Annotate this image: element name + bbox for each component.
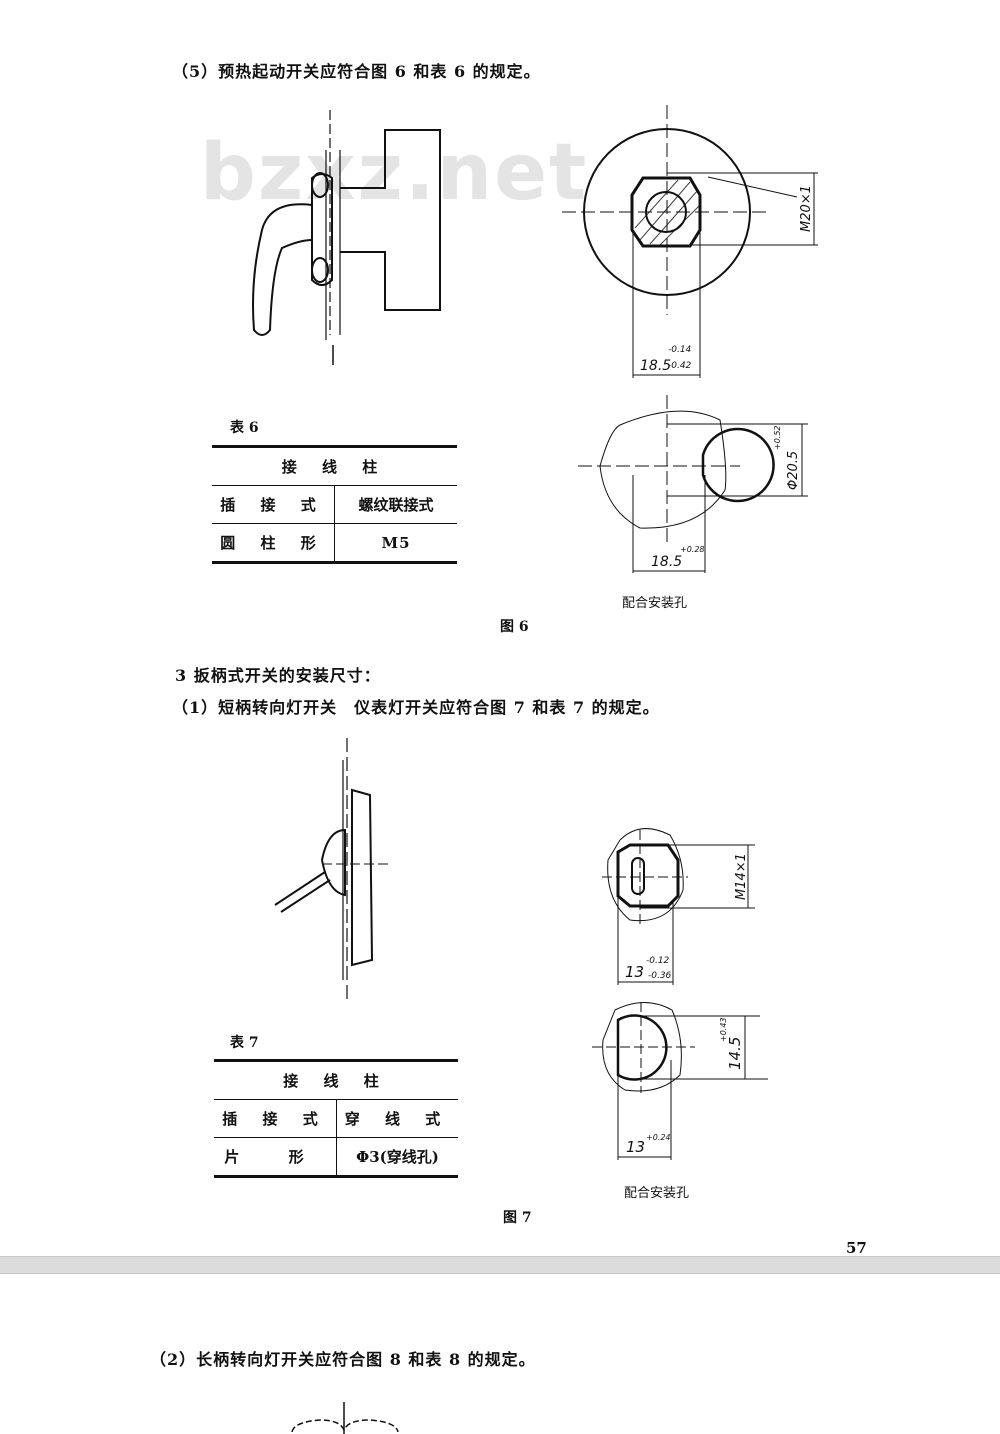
page-number: 57: [846, 1239, 867, 1257]
section-3-heading: 3 扳柄式开关的安装尺寸：: [175, 666, 381, 685]
fig6-mounting-hole: [578, 395, 808, 573]
fig7-front-view: [602, 828, 755, 985]
fig8-partial-drawing: [291, 1402, 399, 1434]
fig7-dim-width-tol-upper: -0.12: [646, 956, 670, 966]
fig6-dim-hole-dia: Φ20.5: [786, 451, 801, 490]
table6-cell: 圆 柱 形: [212, 523, 335, 564]
table6-caption: 表 6: [230, 420, 259, 436]
fig6-dim-hole-width-tol: +0.28: [680, 545, 705, 554]
page-separator: [0, 1256, 1000, 1274]
item-5-text: （5）预热起动开关应符合图 6 和表 6 的规定。: [172, 62, 541, 81]
fig7-dim-thread: M14×1: [734, 853, 749, 900]
watermark: bzxz.net: [200, 128, 589, 218]
fig7-dim-width: 13: [625, 963, 644, 981]
fig6-caption: 图 6: [500, 619, 529, 635]
fig6-dim-width: 18.5: [640, 358, 671, 374]
table7-header: 接 线 柱: [214, 1059, 458, 1100]
fig7-mounting-hole: [592, 1002, 768, 1160]
table7-cell: 片 形: [214, 1137, 337, 1178]
fig7-dim-hole-width: 13: [626, 1138, 645, 1156]
table6-cell: M5: [334, 523, 457, 564]
fig7-dim-hole-dia: 14.5: [726, 1037, 744, 1070]
fig6-dim-thread: M20×1: [799, 185, 814, 232]
fig6-side-view: [252, 110, 441, 365]
fig7-caption: 图 7: [503, 1210, 532, 1226]
table7-cell: 插 接 式: [214, 1099, 337, 1138]
fig7-hole-label: 配合安装孔: [624, 1186, 690, 1201]
table7-cell: Φ3(穿线孔): [336, 1137, 458, 1178]
fig7-side-view: [274, 738, 390, 1000]
fig6-dim-hole-width: 18.5: [651, 554, 682, 570]
fig6-dim-hole-dia-tol: +0.52: [773, 425, 782, 450]
fig6-dim-width-tol-upper: -0.14: [668, 345, 692, 355]
fig6-front-view: [562, 105, 818, 378]
fig7-dim-width-tol-lower: -0.36: [648, 971, 672, 981]
fig7-dim-hole-dia-tol: +0.43: [719, 1017, 728, 1042]
item-1-text: （1）短柄转向灯开关 仪表灯开关应符合图 7 和表 7 的规定。: [172, 698, 660, 717]
item-2-text: （2）长柄转向灯开关应符合图 8 和表 8 的规定。: [150, 1350, 536, 1369]
table7-cell: 穿 线 式: [336, 1099, 458, 1138]
table6-cell: 螺纹联接式: [334, 485, 457, 524]
table6-header: 接 线 柱: [212, 445, 457, 486]
table7-caption: 表 7: [230, 1035, 259, 1051]
fig7-dim-hole-width-tol: +0.24: [646, 1133, 671, 1142]
table6-cell: 插 接 式: [212, 485, 335, 524]
drawings-page1: M20×1 18.5 -0.14 -0.42 Φ20.5 +0.52 18.5 …: [252, 105, 818, 1160]
fig6-hole-label: 配合安装孔: [622, 596, 688, 611]
fig6-dim-width-tol-lower: -0.42: [668, 361, 692, 371]
